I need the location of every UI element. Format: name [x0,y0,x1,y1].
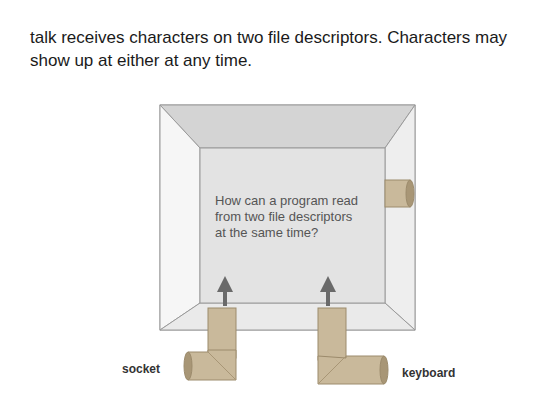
pipe-label: keyboard [402,366,455,380]
open-box: How can a program read from two file des… [160,105,415,330]
pipe-label: socket [122,362,160,376]
box-question: How can a program read from two file des… [215,193,365,241]
title-text: talk receives characters on two file des… [30,26,510,72]
